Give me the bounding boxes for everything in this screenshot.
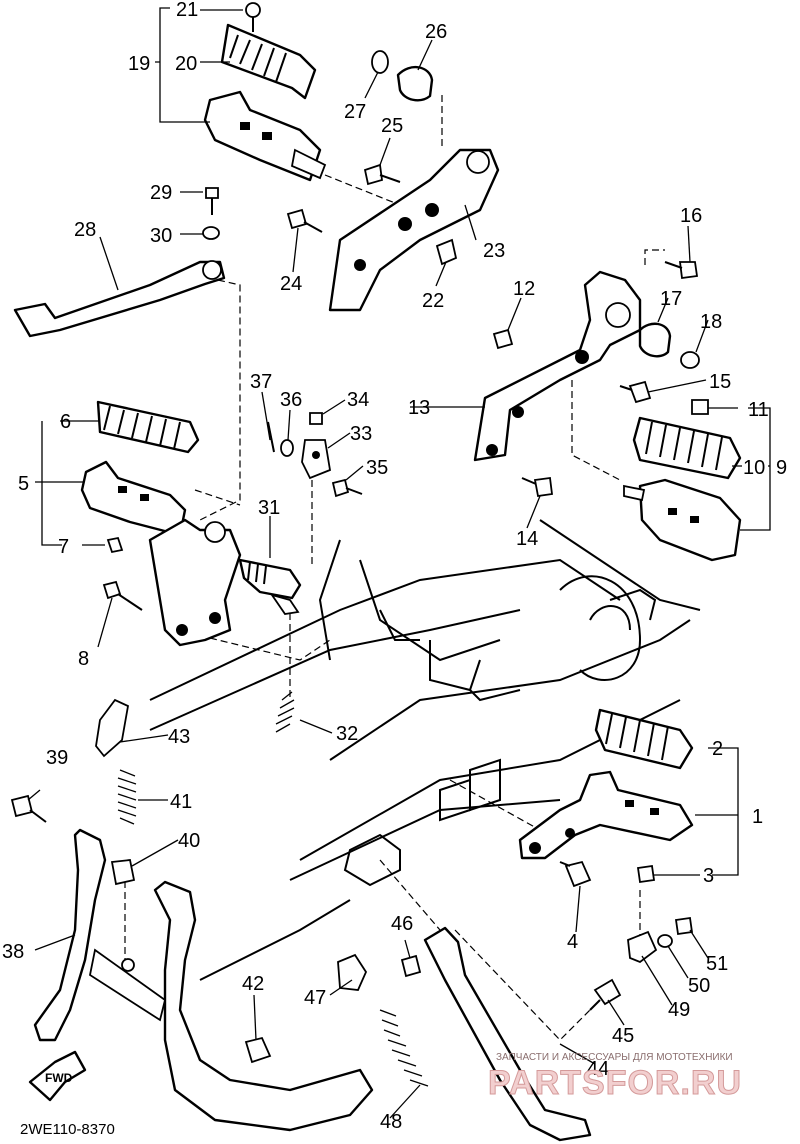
callout-40: 40 [178, 830, 200, 852]
fwd-label: FWD [45, 1071, 73, 1085]
callout-numbers: 21 19 20 26 27 25 29 30 28 23 24 22 12 1… [2, 0, 787, 1133]
callout-35: 35 [366, 457, 388, 479]
callout-43: 43 [168, 726, 190, 748]
callout-32: 32 [336, 723, 358, 745]
shift-shaft-linkage [238, 412, 363, 615]
callout-3: 3 [703, 865, 714, 887]
callout-44: 44 [587, 1058, 609, 1080]
watermark: ЗАПЧАСТИ И АКСЕССУАРЫ ДЛЯ МОТОТЕХНИКИ PA… [488, 1052, 742, 1103]
callout-47: 47 [304, 987, 326, 1009]
callout-18: 18 [700, 311, 722, 333]
callout-27: 27 [344, 101, 366, 123]
callout-22: 22 [422, 290, 444, 312]
callout-4: 4 [567, 931, 578, 953]
callout-50: 50 [688, 975, 710, 997]
callout-51: 51 [706, 953, 728, 975]
callout-21: 21 [176, 0, 198, 21]
callout-6: 6 [60, 411, 71, 433]
watermark-tagline: ЗАПЧАСТИ И АКСЕССУАРЫ ДЛЯ МОТОТЕХНИКИ [496, 1052, 733, 1063]
callout-17: 17 [660, 288, 682, 310]
rear-footrest-right [623, 399, 742, 562]
diagram-code: 2WE110-8370 [20, 1121, 115, 1138]
bolt-21-icon [245, 2, 261, 32]
callout-26: 26 [425, 21, 447, 43]
callout-2: 2 [712, 738, 723, 760]
center-stand [10, 698, 374, 1132]
callout-16: 16 [680, 205, 702, 227]
callout-7: 7 [58, 536, 69, 558]
callout-1: 1 [752, 806, 763, 828]
callout-14: 14 [516, 528, 538, 550]
front-footrest-right [518, 708, 694, 888]
rear-footrest-left [203, 23, 327, 182]
callout-25: 25 [381, 115, 403, 137]
callout-12: 12 [513, 278, 535, 300]
callout-31: 31 [258, 497, 280, 519]
shift-pedal [13, 187, 226, 338]
callout-9: 9 [776, 457, 787, 479]
motorcycle-frame [149, 519, 701, 981]
callout-46: 46 [391, 913, 413, 935]
callout-49: 49 [668, 999, 690, 1021]
callout-36: 36 [280, 389, 302, 411]
callout-15: 15 [709, 371, 731, 393]
watermark-brand: PARTSFOR.RU [488, 1064, 742, 1102]
forward-arrow-icon: FWD [28, 1050, 87, 1102]
side-stand [337, 916, 694, 1142]
callout-10: 10 [743, 457, 765, 479]
callout-5: 5 [18, 473, 29, 495]
front-footrest-left [80, 400, 242, 647]
callout-23: 23 [483, 240, 505, 262]
rear-bracket-right [473, 261, 700, 498]
callout-34: 34 [347, 389, 369, 411]
rear-bracket-left [286, 50, 500, 312]
callout-11: 11 [748, 399, 769, 421]
callout-45: 45 [612, 1025, 634, 1047]
callout-29: 29 [150, 182, 172, 204]
callout-41: 41 [170, 791, 192, 813]
callout-48: 48 [380, 1111, 402, 1133]
callout-37: 37 [250, 371, 272, 393]
callout-20: 20 [175, 53, 197, 75]
callout-38: 38 [2, 941, 24, 963]
callout-39: 39 [46, 747, 68, 769]
callout-8: 8 [78, 648, 89, 670]
callout-19: 19 [128, 53, 150, 75]
callout-24: 24 [280, 273, 302, 295]
callout-13: 13 [408, 397, 430, 419]
leader-lines [27, 7, 771, 1119]
callout-30: 30 [150, 225, 172, 247]
callout-42: 42 [242, 973, 264, 995]
callout-33: 33 [350, 423, 372, 445]
callout-28: 28 [74, 219, 96, 241]
